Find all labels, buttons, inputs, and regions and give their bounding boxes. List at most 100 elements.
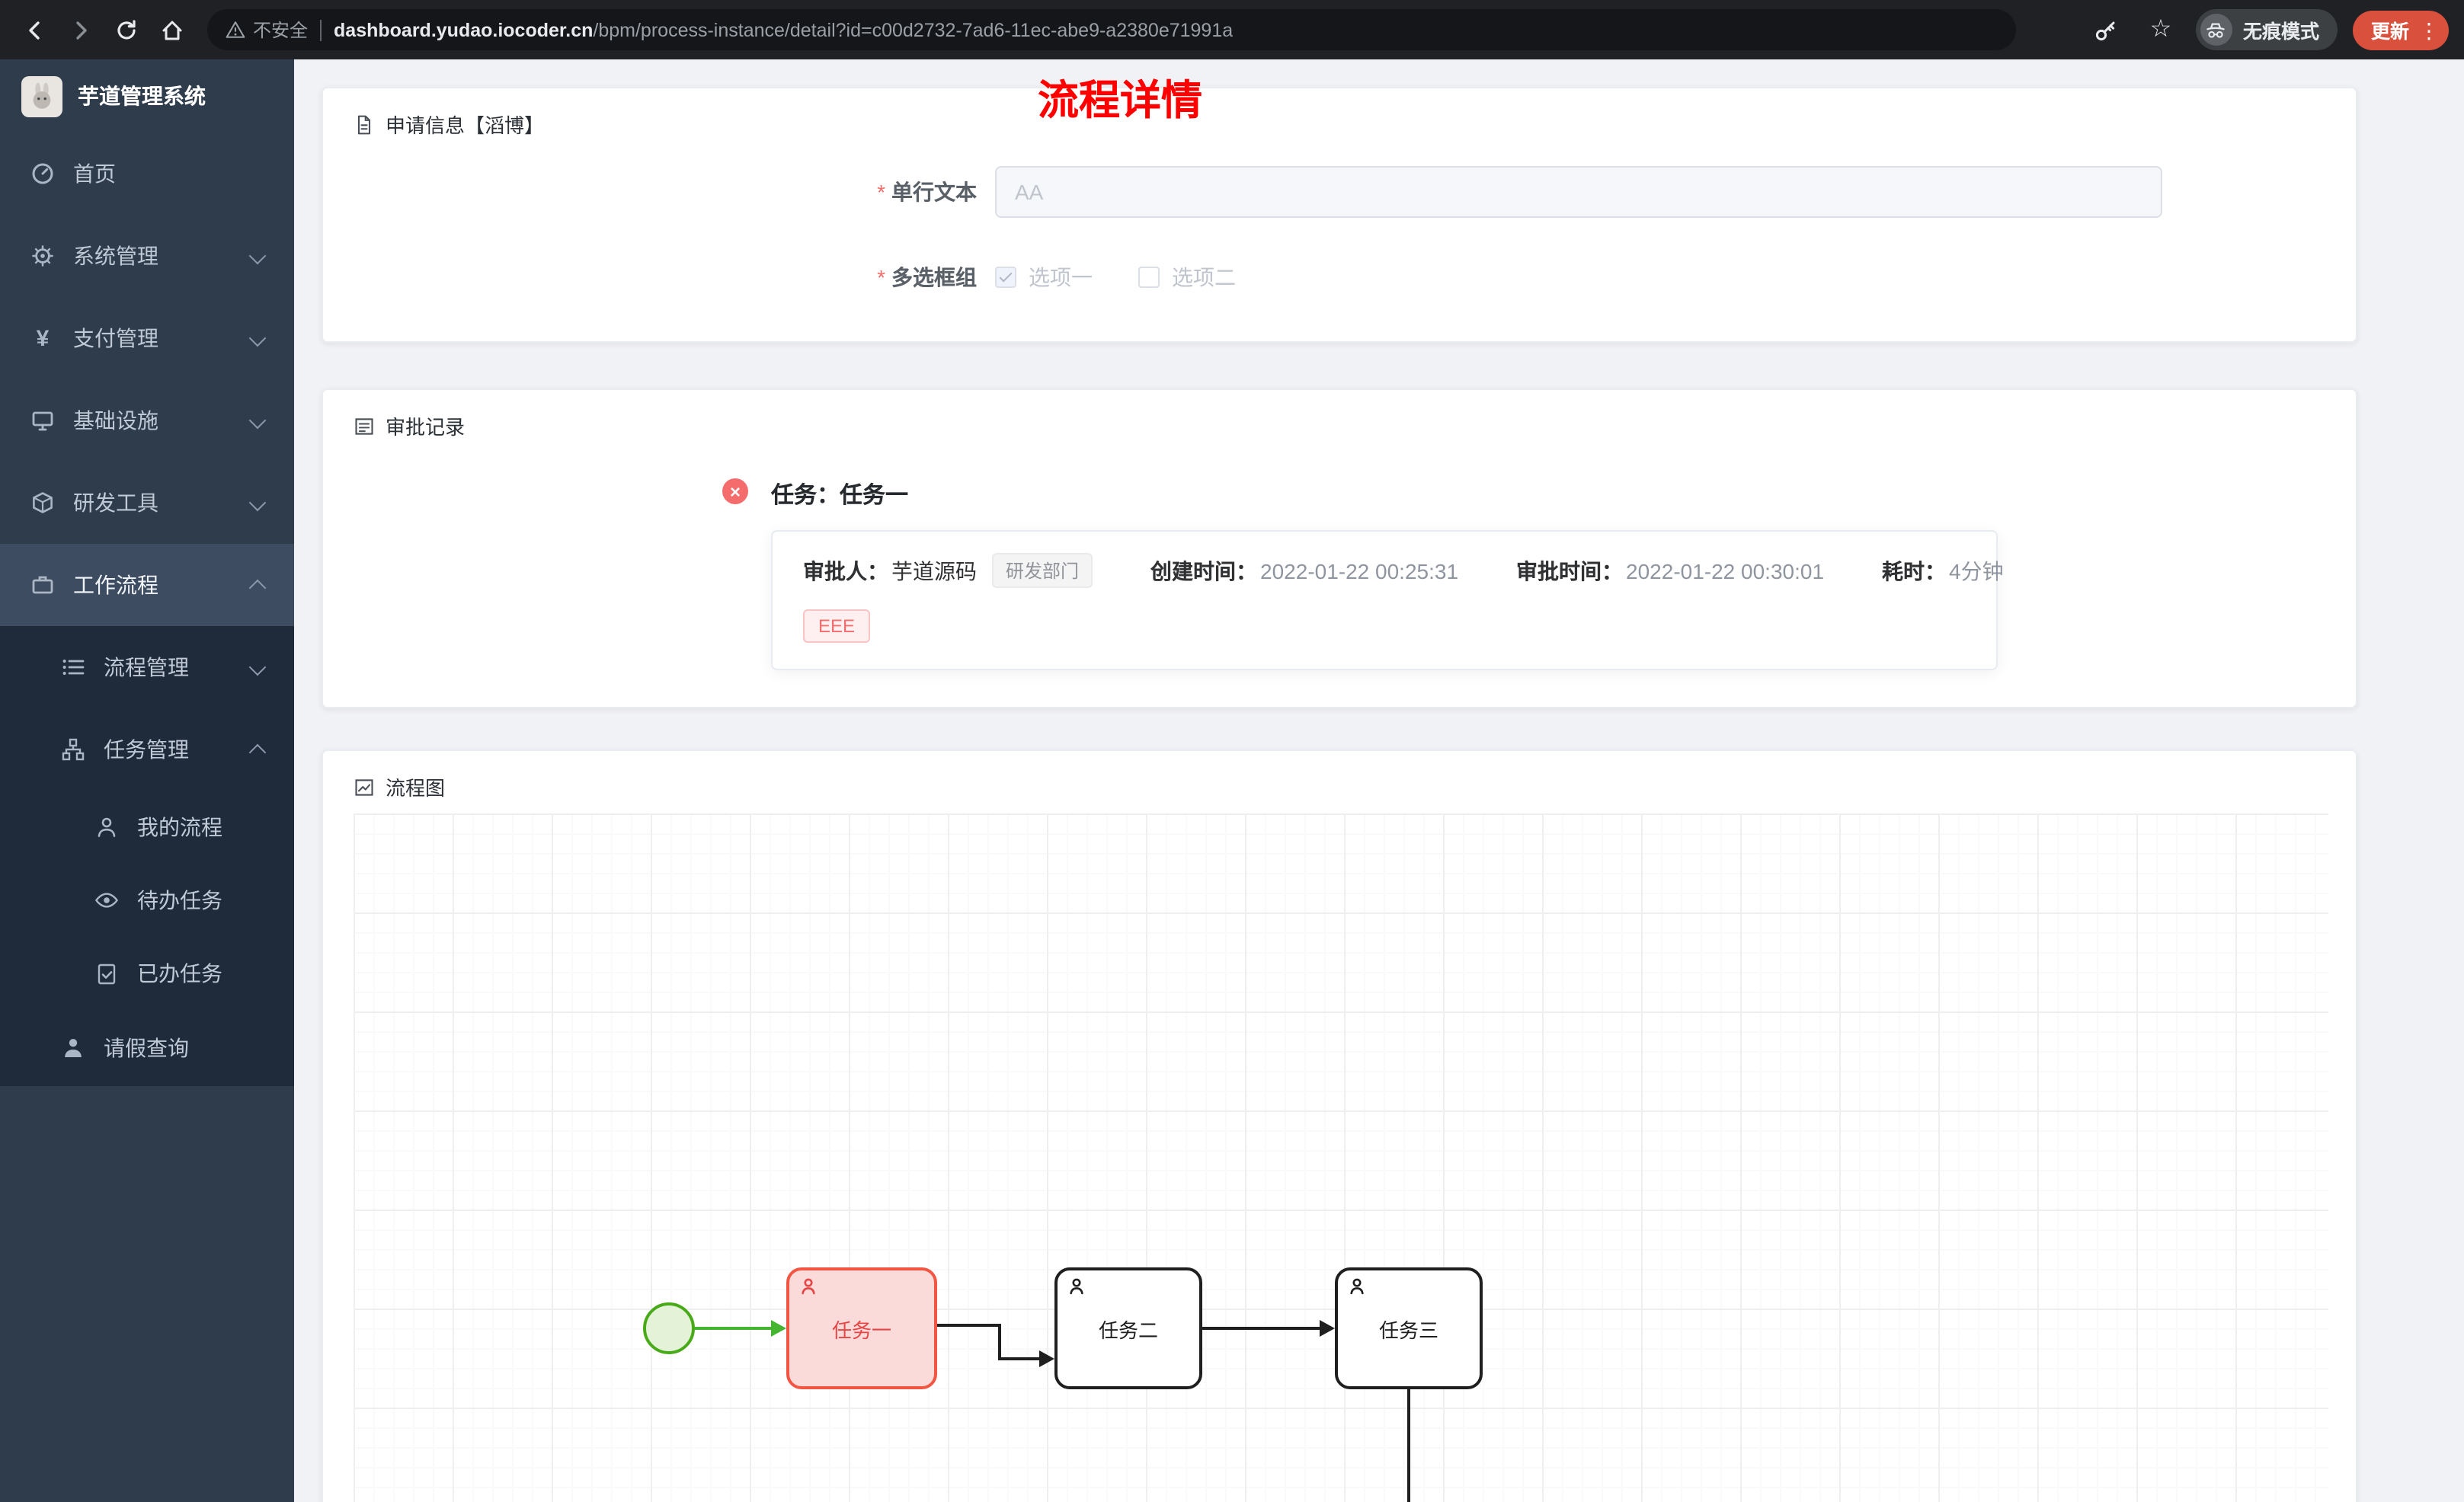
clipboard-check-icon (98, 964, 116, 985)
toolbar-right-cluster: ☆ 无痕模式 更新 ⋮ (2086, 9, 2449, 50)
sidebar-item-label: 系统管理 (73, 244, 158, 268)
record-detail-line: 审批人： 芋道源码 研发部门 创建时间： 2022-01-22 00:25:31… (803, 553, 2004, 588)
sidebar-item-payment[interactable]: ¥ 支付管理 (0, 297, 294, 379)
required-star: * (877, 180, 885, 204)
duration-group: 耗时： 4分钟 (1882, 555, 2004, 586)
list-icon (62, 660, 85, 675)
security-chip[interactable]: 不安全 (226, 17, 308, 43)
checkbox-option-1[interactable]: 选项一 (995, 262, 1093, 292)
app-logo[interactable]: 芋道管理系统 (0, 59, 294, 133)
checkbox-label: 选项二 (1172, 265, 1236, 289)
eye-icon (94, 893, 119, 908)
user-task-icon (1350, 1278, 1364, 1295)
field-label-text: 多选框组 (891, 265, 977, 289)
application-info-card: 申请信息【滔博】 * 单行文本 * 多选框组 (322, 87, 2357, 343)
process-diagram-header: 流程图 (323, 751, 2356, 801)
field-label: * 多选框组 (323, 262, 977, 292)
start-event-node[interactable] (643, 1302, 695, 1354)
user-task-icon (1070, 1278, 1083, 1295)
user-task-icon (802, 1278, 815, 1295)
incognito-chip[interactable]: 无痕模式 (2195, 9, 2338, 50)
sidebar-item-leave-query[interactable]: 请假查询 (0, 1010, 294, 1086)
omnibox-divider (320, 19, 322, 40)
form-row-single-line: * 单行文本 (323, 166, 2356, 218)
sidebar-item-system[interactable]: 系统管理 (0, 215, 294, 297)
card-title: 申请信息【滔博】 (386, 114, 545, 137)
monitor-icon (32, 411, 53, 431)
sidebar-item-label: 支付管理 (73, 326, 158, 350)
chevron-down-icon (248, 658, 267, 676)
sidebar-item-todo-tasks[interactable]: 待办任务 (0, 864, 294, 937)
chevron-down-icon (248, 411, 267, 430)
approver-name: 芋道源码 (891, 558, 977, 583)
sidebar-item-label: 研发工具 (73, 491, 158, 515)
incognito-icon (2200, 14, 2232, 46)
process-diagram-card: 流程图 任务一 (322, 749, 2357, 1502)
sidebar-item-home[interactable]: 首页 (0, 133, 294, 215)
person-outline-icon (98, 817, 116, 837)
sidebar-item-label: 已办任务 (137, 961, 222, 986)
task-node-label: 任务一 (831, 1318, 891, 1341)
refresh-icon[interactable] (107, 10, 146, 50)
checkbox-option-2[interactable]: 选项二 (1138, 262, 1236, 292)
comment-tag: EEE (803, 609, 871, 643)
field-control (995, 166, 2162, 218)
url-path: /bpm/process-instance/detail?id=c00d2732… (593, 19, 1234, 40)
checkbox-label: 选项一 (1029, 265, 1093, 289)
application-info-header: 申请信息【滔博】 (323, 88, 2356, 139)
browser-toolbar: 不安全 dashboard.yudao.iocoder.cn/bpm/proce… (0, 0, 2464, 59)
approval-record-header: 审批记录 (323, 390, 2356, 440)
security-label: 不安全 (253, 20, 309, 41)
duration-label: 耗时： (1882, 558, 1947, 583)
app-title: 芋道管理系统 (78, 84, 206, 108)
key-icon[interactable] (2086, 10, 2126, 50)
create-time-group: 创建时间： 2022-01-22 00:25:31 (1150, 555, 1458, 586)
task-title: 任务：任务一 (771, 483, 909, 509)
sidebar-item-workflow[interactable]: 工作流程 (0, 544, 294, 626)
sidebar-item-done-tasks[interactable]: 已办任务 (0, 937, 294, 1010)
task-node-3[interactable]: 任务三 (1335, 1267, 1483, 1389)
rejected-status-icon: × (722, 478, 748, 504)
card-title: 审批记录 (386, 416, 466, 439)
duration-value: 4分钟 (1949, 558, 2004, 583)
sidebar-item-label: 任务管理 (104, 737, 189, 762)
create-time-value: 2022-01-22 00:25:31 (1260, 558, 1459, 583)
task-node-2[interactable]: 任务二 (1054, 1267, 1202, 1389)
sidebar-item-devtools[interactable]: 研发工具 (0, 462, 294, 544)
sidebar-item-process-management[interactable]: 流程管理 (0, 626, 294, 708)
required-star: * (877, 265, 885, 289)
sidebar-item-infrastructure[interactable]: 基础设施 (0, 379, 294, 462)
sidebar-item-label: 工作流程 (73, 573, 158, 597)
sidebar-item-my-process[interactable]: 我的流程 (0, 791, 294, 864)
chevron-down-icon (248, 247, 267, 265)
yen-icon: ¥ (36, 325, 50, 351)
approver-label: 审批人： (803, 558, 888, 583)
approver-group: 审批人： 芋道源码 研发部门 (803, 553, 1093, 588)
task-node-1[interactable]: 任务一 (786, 1267, 937, 1389)
bpmn-canvas[interactable]: 任务一 任务二 任务三 (354, 813, 2328, 1502)
task-node-label: 任务二 (1098, 1318, 1158, 1341)
main-content: 流程详情 申请信息【滔博】 * 单行文本 (294, 59, 2464, 1502)
home-icon[interactable] (152, 10, 192, 50)
logo-rabbit-icon (21, 75, 62, 117)
chevron-up-icon (248, 579, 267, 597)
single-line-text-input[interactable] (995, 166, 2162, 218)
approve-time-value: 2022-01-22 00:30:01 (1626, 558, 1825, 583)
menu-kebab-icon[interactable]: ⋮ (2418, 18, 2440, 42)
record-icon (355, 417, 373, 434)
address-bar[interactable]: 不安全 dashboard.yudao.iocoder.cn/bpm/proce… (207, 9, 2016, 50)
sidebar-item-task-management[interactable]: 任务管理 (0, 708, 294, 791)
sidebar-item-label: 流程管理 (104, 655, 189, 679)
browser-update-button[interactable]: 更新 ⋮ (2352, 10, 2449, 50)
forward-icon[interactable] (61, 10, 101, 50)
department-tag: 研发部门 (992, 553, 1093, 588)
document-icon (357, 114, 371, 134)
back-icon[interactable] (15, 10, 55, 50)
chevron-down-icon (248, 329, 267, 347)
sidebar-item-label: 我的流程 (137, 815, 222, 839)
bookmark-star-icon[interactable]: ☆ (2149, 16, 2172, 42)
field-control: 选项一 选项二 (995, 262, 1282, 292)
update-label: 更新 (2370, 21, 2409, 43)
incognito-label: 无痕模式 (2242, 21, 2319, 43)
card-title: 流程图 (386, 777, 446, 800)
